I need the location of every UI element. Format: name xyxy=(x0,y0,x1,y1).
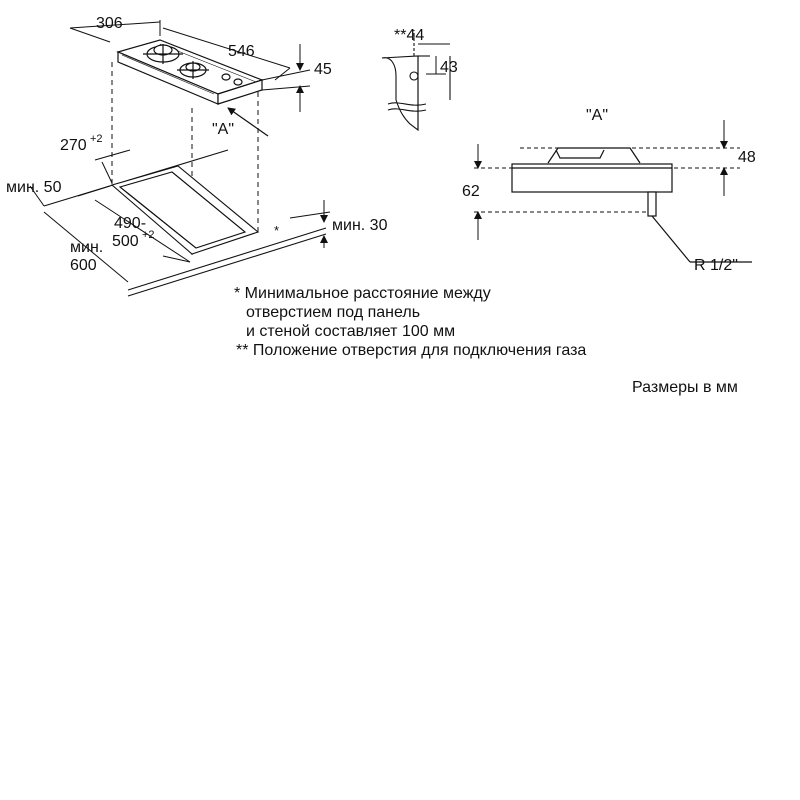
label-star: * xyxy=(274,223,280,238)
label-height-48: 48 xyxy=(738,149,756,166)
dim-62 xyxy=(474,144,648,240)
burner-large xyxy=(143,44,183,64)
label-height-62: 62 xyxy=(462,183,480,200)
label-min-30: мин. 30 xyxy=(332,217,388,234)
label-width-306: 306 xyxy=(96,15,123,32)
dim-48 xyxy=(520,120,740,196)
label-cutout-500: 500 xyxy=(112,233,139,250)
dim-min600 xyxy=(43,211,129,283)
label-view-a: "A" xyxy=(212,121,235,138)
label-min-600-line2: 600 xyxy=(70,257,97,274)
gas-connection-detail xyxy=(381,30,451,132)
label-min-600-line1: мин. xyxy=(70,239,104,256)
dim-490-500 xyxy=(94,199,191,263)
label-cutout-270-tolerance: +2 xyxy=(90,133,103,145)
units-note: Размеры в мм xyxy=(632,379,738,396)
hob-drawing xyxy=(116,39,264,105)
label-view-a-side: "A" xyxy=(586,107,609,124)
dim-546 xyxy=(162,27,291,81)
side-view-a xyxy=(511,147,752,263)
dim-min30 xyxy=(289,200,331,248)
dim-45 xyxy=(261,44,311,112)
label-gas-44: **44 xyxy=(394,27,425,44)
dim-306 xyxy=(69,20,161,43)
note-1-line-1: * Минимальное расстояние между xyxy=(234,285,491,302)
worktop-cutout xyxy=(43,149,327,297)
note-1-line-3: и стеной составляет 100 мм xyxy=(246,323,456,340)
note-1-line-2: отверстием под панель xyxy=(246,304,421,321)
label-depth-546: 546 xyxy=(228,43,255,60)
label-cutout-270: 270 xyxy=(60,137,87,154)
label-height-45: 45 xyxy=(314,61,332,78)
burner-small xyxy=(177,61,209,79)
dim-270 xyxy=(94,149,131,184)
dim-min50 xyxy=(29,185,111,207)
control-knobs xyxy=(221,73,243,86)
note-2: ** Положение отверстия для подключения г… xyxy=(236,342,587,359)
label-cutout-500-tolerance: +2 xyxy=(142,229,155,241)
view-a-arrow xyxy=(227,107,269,137)
label-gas-43: 43 xyxy=(440,59,458,76)
label-thread-r12: R 1/2" xyxy=(694,257,738,274)
label-min-50: мин. 50 xyxy=(6,179,62,196)
label-cutout-490: 490- xyxy=(114,215,147,232)
dim-43 xyxy=(426,56,446,75)
